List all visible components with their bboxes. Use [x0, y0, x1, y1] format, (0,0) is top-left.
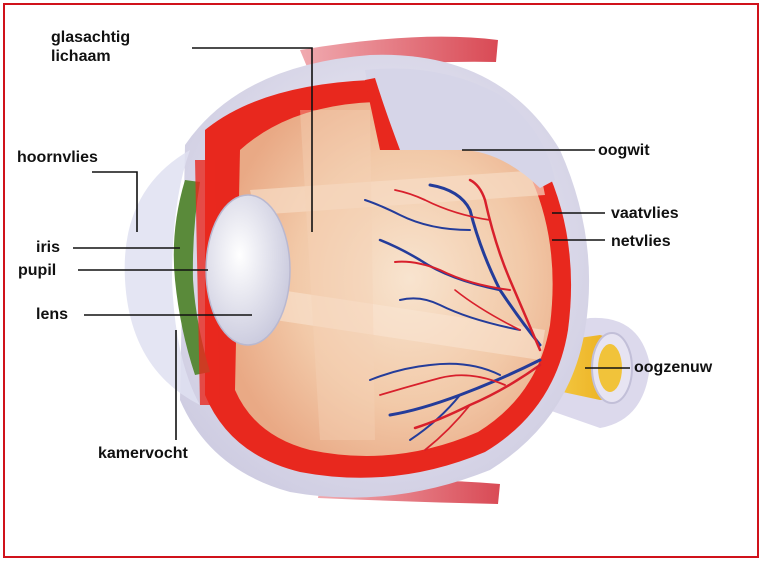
- label-vitreous-line1: glasachtig: [51, 28, 130, 47]
- label-sclera: oogwit: [598, 141, 650, 160]
- label-choroid: vaatvlies: [611, 204, 679, 223]
- label-retina: netvlies: [611, 232, 671, 251]
- label-aqueous-humor: kamervocht: [98, 444, 188, 463]
- label-cornea: hoornvlies: [17, 148, 98, 167]
- label-iris: iris: [36, 238, 60, 257]
- lens-structure: [206, 195, 290, 345]
- label-lens: lens: [36, 305, 68, 324]
- label-vitreous-line2: lichaam: [51, 47, 111, 66]
- label-pupil: pupil: [18, 261, 56, 280]
- label-optic-nerve: oogzenuw: [634, 358, 712, 377]
